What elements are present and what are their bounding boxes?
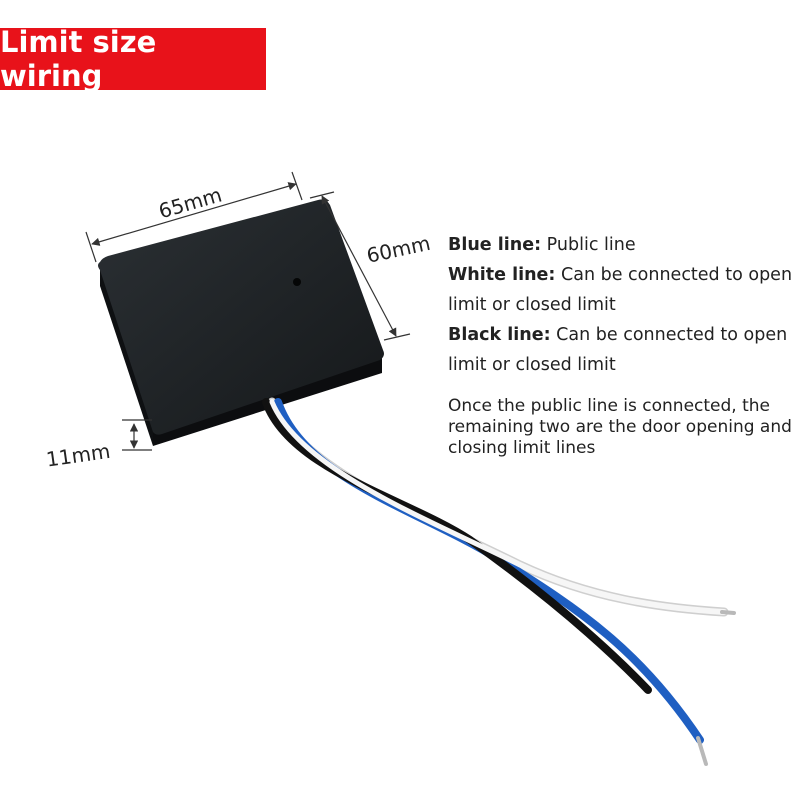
text-black-line: Can be connected to open [556,325,788,345]
description-white-continued: limit or closed limit [448,295,616,315]
wire-descriptions: Blue line: Public line White line: Can b… [448,230,798,380]
module-body [98,199,384,446]
description-blue: Blue line: Public line [448,230,798,260]
description-white: White line: Can be connected to open [448,260,798,290]
wires [262,397,736,766]
label-blue-line: Blue line: [448,235,542,255]
dimension-height: 11mm [45,439,112,472]
title-banner: Limit size wiring [0,25,266,93]
dimension-lines [85,171,411,451]
text-blue-line: Public line [546,235,636,255]
description-black-continued: limit or closed limit [448,355,616,375]
dimension-width: 65mm [156,183,225,224]
dimension-depth: 60mm [364,231,432,268]
mounting-hole [293,278,301,286]
wire-blue-tip [696,736,708,766]
description-black: Black line: Can be connected to open [448,320,798,350]
label-black-line: Black line: [448,325,551,345]
wiring-note: Once the public line is connected, the r… [448,396,792,458]
label-white-line: White line: [448,265,556,285]
wire-white-tip [720,610,736,615]
text-white-line: Can be connected to open [561,265,793,285]
